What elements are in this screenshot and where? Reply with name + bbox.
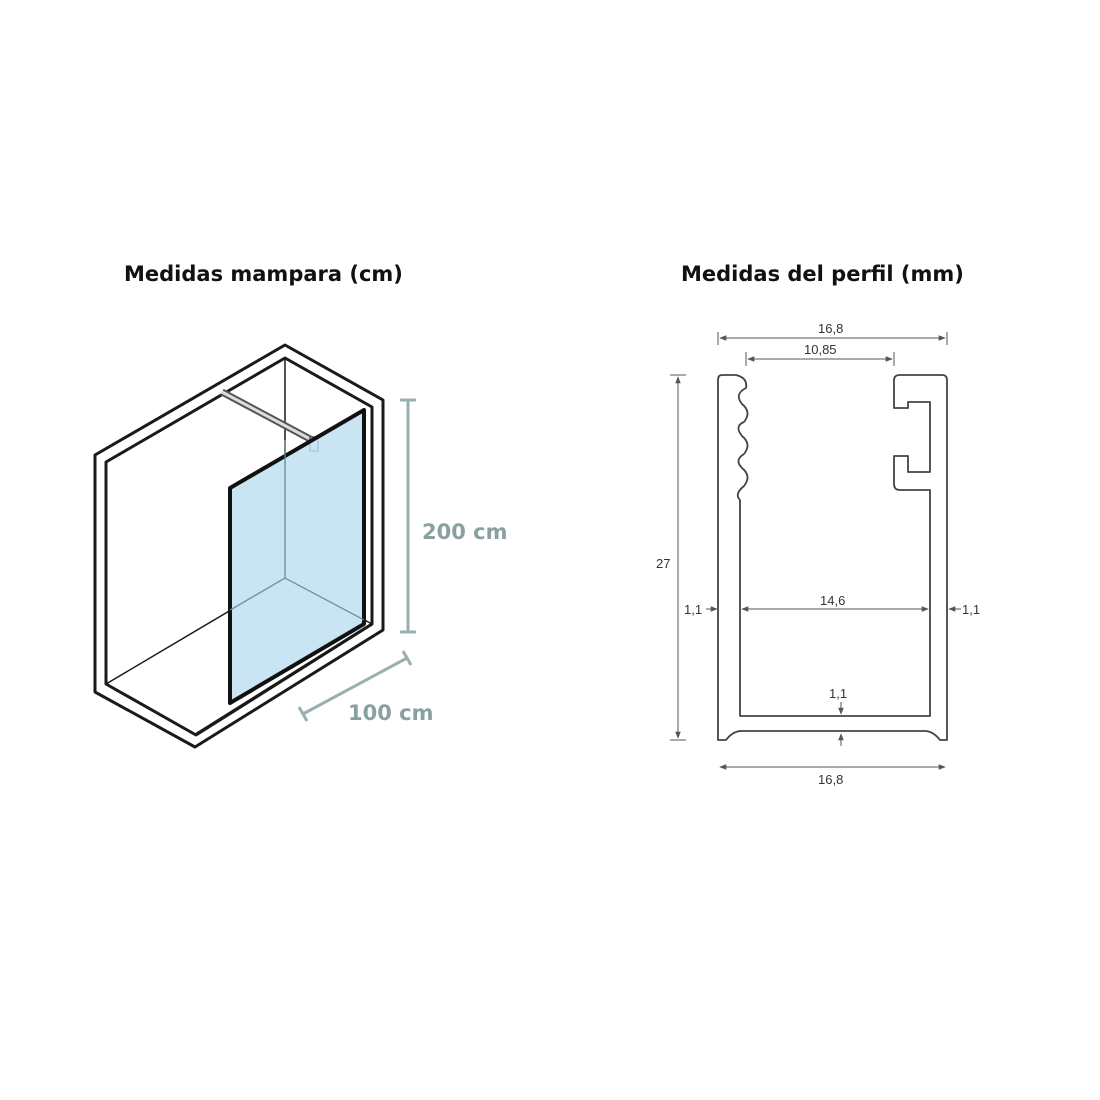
dim-height: [670, 374, 686, 741]
profile-outline: [717, 374, 948, 741]
floor-front-line: [194, 622, 373, 737]
dim-top-outer-label: 16,8: [818, 321, 843, 336]
enclosure-outer-outline: [93, 343, 385, 749]
dim-top-opening: [745, 352, 895, 366]
dim-bottom-outer-label: 16,8: [818, 772, 843, 787]
shower-enclosure-drawing: [93, 343, 385, 749]
glass-panel: [228, 408, 366, 705]
dim-inner-width-label: 14,6: [820, 593, 845, 608]
dim-base-thickness-label: 1,1: [829, 686, 847, 701]
support-bar-highlight: [221, 390, 313, 442]
dim-height-label: 27: [656, 556, 670, 571]
floor-through-glass: [229, 577, 286, 611]
floor-right-through-glass: [284, 577, 365, 621]
width-dimension: [297, 650, 413, 722]
dim-wall-right-label: 1,1: [962, 602, 980, 617]
dim-wall-left-label: 1,1: [684, 602, 702, 617]
dim-top-opening-label: 10,85: [804, 342, 837, 357]
title-profile-dimensions: Medidas del perfil (mm): [681, 262, 964, 286]
title-screen-dimensions: Medidas mampara (cm): [124, 262, 403, 286]
height-label: 200 cm: [422, 520, 507, 544]
width-label: 100 cm: [348, 701, 433, 725]
height-dimension: [400, 398, 416, 634]
profile-section: [717, 374, 948, 741]
dim-top-outer: [717, 332, 948, 345]
